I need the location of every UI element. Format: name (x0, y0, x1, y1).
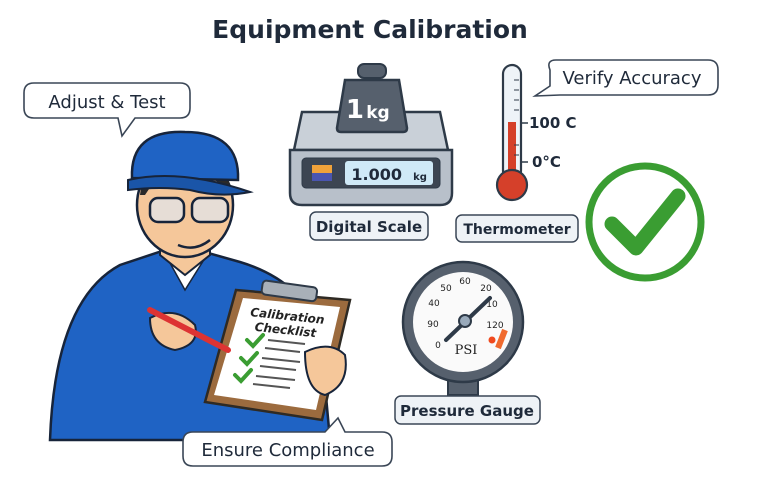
svg-text:10: 10 (486, 300, 498, 310)
clipboard-checklist: Calibration Checklist (147, 279, 352, 422)
speech-bubble-verify: Verify Accuracy (532, 59, 719, 97)
thermometer-icon: 100 C 0°C (495, 63, 577, 202)
digital-scale-icon: 1.000 kg 1 kg (288, 63, 454, 207)
svg-text:Thermometer: Thermometer (463, 222, 570, 238)
bubble-text: Adjust & Test (48, 92, 165, 113)
svg-text:Digital Scale: Digital Scale (316, 218, 422, 236)
checklist-title: Checklist (254, 320, 318, 341)
thermometer-low-label: 0°C (532, 153, 561, 171)
speech-bubble-adjust: Adjust & Test (23, 82, 191, 138)
svg-text:20: 20 (480, 284, 492, 294)
svg-text:40: 40 (428, 299, 440, 309)
svg-text:90: 90 (427, 320, 439, 330)
svg-text:120: 120 (486, 321, 503, 331)
pen-icon (147, 307, 231, 353)
checkmark-circle-icon (585, 162, 705, 282)
svg-text:Pressure Gauge: Pressure Gauge (400, 402, 534, 420)
bubble-text: Ensure Compliance (201, 440, 374, 461)
pressure-gauge-label: Pressure Gauge (394, 395, 541, 425)
svg-text:50: 50 (440, 284, 452, 294)
checkmark-icon (233, 333, 265, 384)
bubble-text: Verify Accuracy (563, 68, 702, 89)
weight-unit: kg (366, 103, 389, 123)
scale-reading-unit: kg (413, 172, 427, 183)
digital-scale-label: Digital Scale (309, 211, 429, 241)
thermometer-label: Thermometer (455, 214, 579, 243)
pressure-gauge-icon: 0 90 40 50 60 20 10 120 PSI (401, 260, 525, 396)
thermometer-high-label: 100 C (529, 114, 577, 132)
speech-bubble-compliance: Ensure Compliance (182, 416, 393, 467)
gauge-unit: PSI (455, 343, 478, 358)
page-title: Equipment Calibration (212, 15, 528, 44)
scale-reading: 1.000 (351, 165, 402, 184)
svg-text:60: 60 (459, 277, 471, 287)
svg-text:0: 0 (435, 341, 441, 351)
weight-value: 1 (346, 95, 364, 125)
